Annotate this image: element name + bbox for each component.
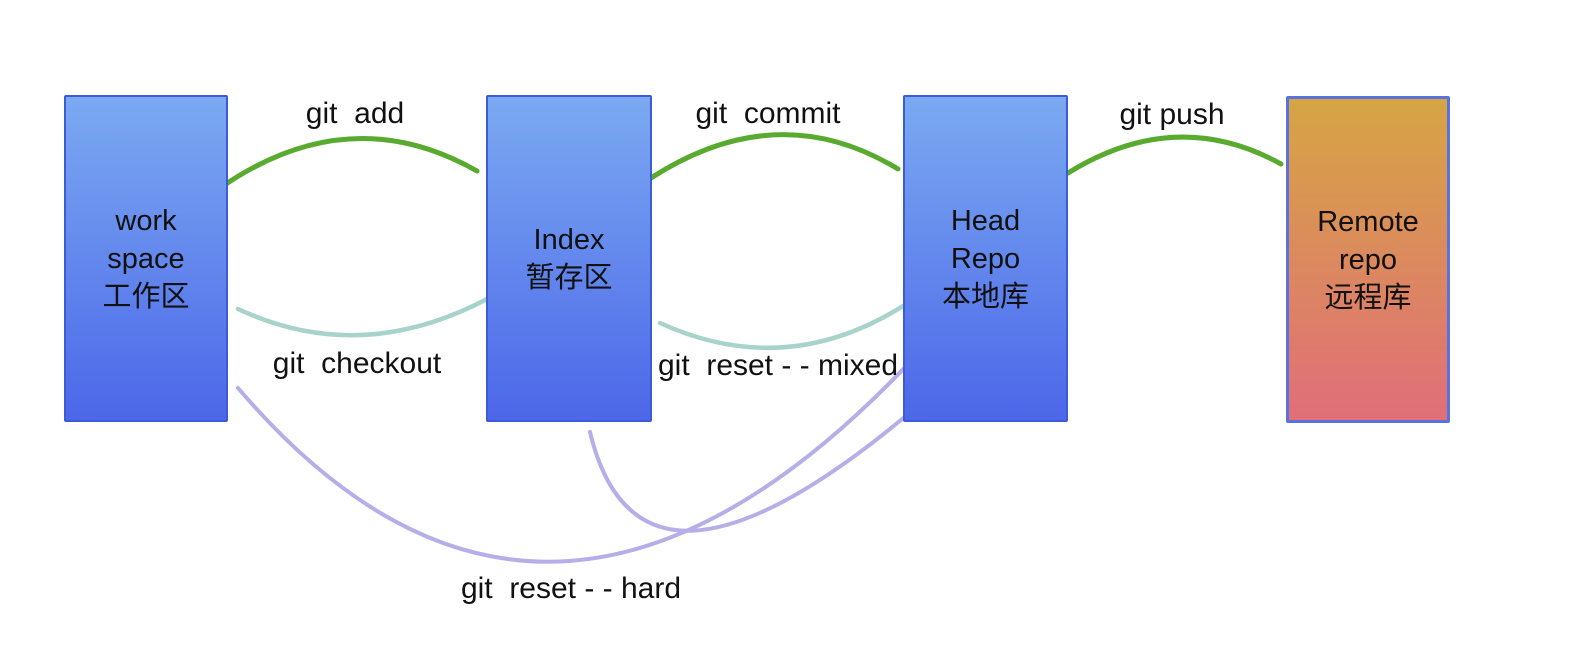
git-commit-label: git commit: [695, 97, 841, 130]
remote-repo-label-en-1: Remote: [1317, 205, 1419, 238]
index-label-zh: 暂存区: [525, 261, 613, 294]
git-commit-arrow: [648, 132, 901, 181]
git-reset-hard-label: git reset - - hard: [460, 572, 682, 605]
head-repo-label-en-1: Head: [950, 204, 1021, 237]
git-reset-mixed-arrow: [657, 303, 906, 350]
remote-repo-label-en-2: repo: [1338, 243, 1398, 276]
git-checkout-arrow: [235, 296, 490, 338]
workspace-label-en-2: space: [107, 242, 185, 275]
head-repo-label-zh: 本地库: [941, 280, 1029, 313]
index-box: Index 暂存区: [486, 95, 652, 422]
workspace-label-en-1: work: [115, 204, 177, 237]
git-add-label: git add: [305, 97, 405, 130]
git-reset-hard-to-workspace-arrow: [236, 360, 912, 564]
head-repo-box: Head Repo 本地库: [903, 95, 1068, 422]
git-reset-hard-arrow: [236, 360, 915, 564]
git-add-arrow: [223, 136, 480, 187]
workspace-label-zh: 工作区: [102, 280, 190, 313]
git-checkout-label: git checkout: [272, 347, 442, 380]
git-push-arrow: [1065, 134, 1284, 176]
workspace-box: work space 工作区: [64, 95, 228, 422]
git-push-label: git push: [1119, 98, 1225, 131]
index-label-en: Index: [533, 223, 605, 256]
git-reset-mixed-label: git reset - - mixed: [657, 349, 899, 382]
remote-repo-label-zh: 远程库: [1324, 281, 1412, 314]
remote-repo-box: Remote repo 远程库: [1286, 96, 1450, 423]
head-repo-label-en-2: Repo: [950, 242, 1021, 275]
git-reset-hard-to-index-arrow: [588, 408, 915, 533]
